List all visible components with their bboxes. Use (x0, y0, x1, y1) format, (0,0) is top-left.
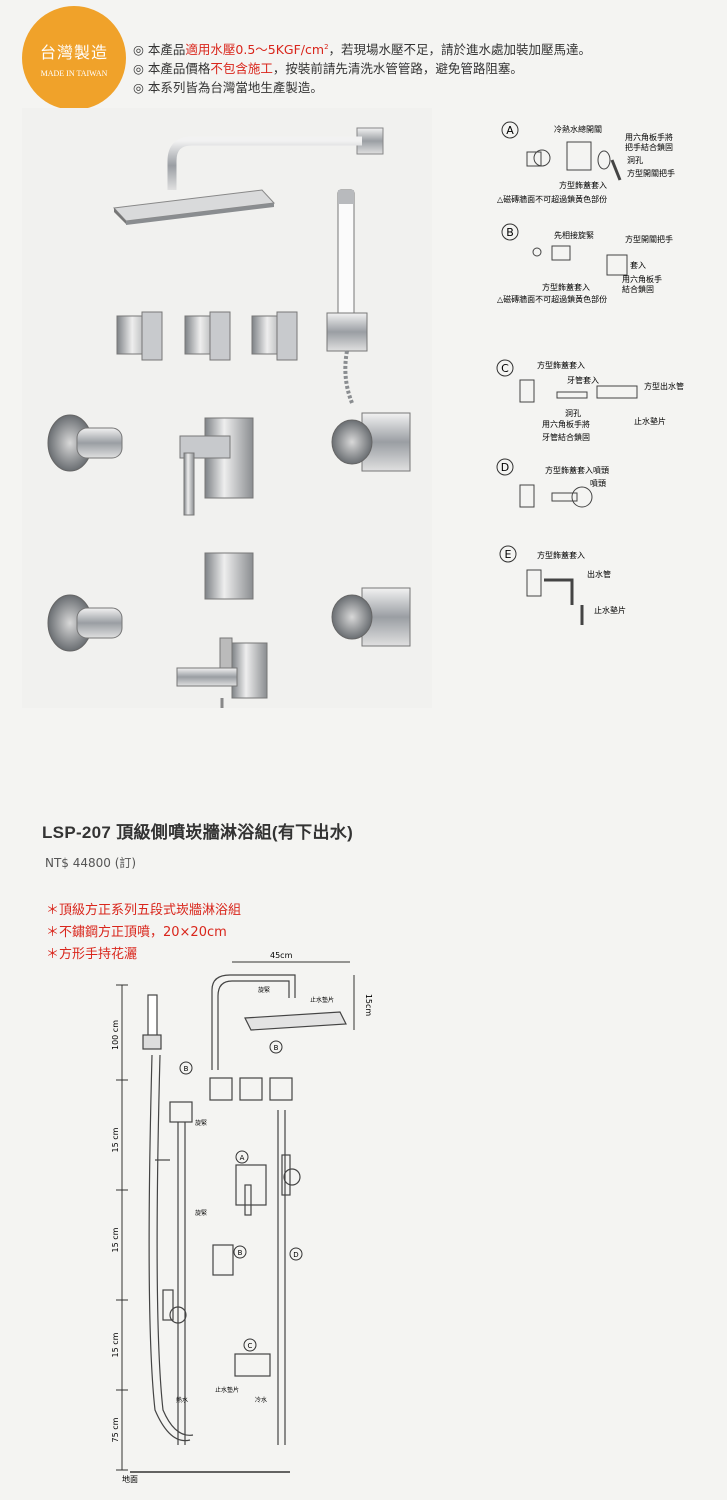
diagram-notes: 旋緊 止水墊片 旋緊 旋緊 止水墊片 熱水 冷水 (176, 986, 334, 1404)
body-jets (47, 412, 411, 652)
svg-text:止水墊片: 止水墊片 (594, 605, 626, 615)
svg-text:止水墊片: 止水墊片 (310, 996, 334, 1004)
diverter-valves (116, 311, 298, 361)
svg-text:B: B (238, 1249, 243, 1257)
svg-text:D: D (293, 1251, 298, 1259)
svg-text:B: B (506, 226, 514, 239)
svg-text:方型飾蓋套入: 方型飾蓋套入 (537, 550, 585, 560)
svg-text:熱水: 熱水 (176, 1396, 188, 1404)
svg-text:旋緊: 旋緊 (195, 1209, 207, 1217)
svg-text:15 cm: 15 cm (111, 1332, 120, 1357)
svg-text:方型飾蓋套入: 方型飾蓋套入 (537, 360, 585, 370)
svg-text:100 cm: 100 cm (111, 1020, 120, 1050)
step-d: D 方型飾蓋套入噴頭 噴頭 (496, 458, 609, 508)
note-3: ◎ 本系列皆為台灣當地生產製造。 (133, 80, 323, 96)
svg-text:方型開關把手: 方型開關把手 (627, 168, 675, 178)
svg-text:用六角板手將: 用六角板手將 (625, 132, 673, 142)
svg-text:75 cm: 75 cm (111, 1417, 120, 1442)
svg-text:△磁磚牆面不可超過鎖黃色部份: △磁磚牆面不可超過鎖黃色部份 (497, 294, 607, 304)
svg-text:地面: 地面 (122, 1474, 138, 1484)
svg-text:用六角板手: 用六角板手 (622, 274, 662, 284)
svg-text:旋緊: 旋緊 (258, 986, 270, 994)
rain-head (112, 127, 384, 225)
tub-spout (176, 637, 268, 708)
note-2: ◎ 本產品價格不包含施工，按裝前請先清洗水管管路，避免管路阻塞。 (133, 61, 523, 77)
step-c: C 方型飾蓋套入 牙管套入 方型出水管 洞孔 止水墊片 用六角板手將 牙管結合鎖… (496, 359, 684, 442)
svg-text:方型飾蓋套入: 方型飾蓋套入 (559, 180, 607, 190)
product-title: LSP-207 頂級側噴崁牆淋浴組(有下出水) (42, 823, 354, 842)
svg-text:方型開關把手: 方型開關把手 (625, 234, 673, 244)
svg-text:牙管套入: 牙管套入 (567, 375, 599, 385)
svg-text:洞孔: 洞孔 (565, 408, 581, 418)
step-e: E 方型飾蓋套入 出水管 止水墊片 (499, 545, 626, 625)
svg-text:洞孔: 洞孔 (627, 155, 643, 165)
svg-text:A: A (240, 1154, 245, 1162)
svg-text:噴頭: 噴頭 (590, 478, 606, 488)
svg-text:45cm: 45cm (270, 951, 293, 960)
feature-item: ＊頂級方正系列五段式崁牆淋浴組 (46, 903, 242, 918)
svg-text:C: C (248, 1342, 253, 1350)
svg-text:B: B (274, 1044, 279, 1052)
hand-shower (326, 189, 368, 404)
svg-text:冷熱水總開關: 冷熱水總開關 (554, 124, 602, 134)
badge-zh: 台灣製造 (39, 42, 108, 62)
badge-en: MADE IN TAIWAN (40, 68, 108, 78)
svg-text:結合鎖固: 結合鎖固 (622, 284, 654, 294)
svg-text:15cm: 15cm (364, 994, 373, 1017)
height-dimensions (116, 984, 128, 1471)
svg-text:先相接旋緊: 先相接旋緊 (554, 230, 594, 240)
notes: ◎ 本產品適用水壓0.5～5KGF/cm2，若現場水壓不足，請於進水處加裝加壓馬… (133, 38, 591, 97)
svg-text:15 cm: 15 cm (111, 1227, 120, 1252)
svg-text:方型飾蓋套入: 方型飾蓋套入 (542, 282, 590, 292)
pipework (142, 974, 347, 1445)
svg-text:B: B (184, 1065, 189, 1073)
svg-text:C: C (501, 362, 509, 375)
part-markers: B B A B D C (179, 1040, 303, 1352)
installation-diagram: 100 cm 15 cm 15 cm 15 cm 75 cm 地面 45cm 1… (60, 940, 430, 1485)
product-price: NT$ 44800 (訂) (45, 856, 137, 870)
svg-text:冷水: 冷水 (255, 1396, 267, 1404)
feature-item: ＊方形手持花灑 (46, 947, 138, 962)
feature-list: ＊頂級方正系列五段式崁牆淋浴組 ＊不鏽鋼方正頂噴，20×20cm ＊方形手持花灑 (46, 900, 241, 966)
svg-text:套入: 套入 (630, 260, 646, 270)
svg-text:△磁磚牆面不可超過鎖黃色部份: △磁磚牆面不可超過鎖黃色部份 (497, 194, 607, 204)
svg-text:15 cm: 15 cm (111, 1127, 120, 1152)
made-in-taiwan-badge: 台灣製造 MADE IN TAIWAN (22, 6, 126, 110)
step-a: A 冷熱水總開關 用六角板手將 把手結合鎖固 洞孔 方型開關把手 方型飾蓋套入 … (497, 121, 675, 204)
svg-text:D: D (501, 461, 509, 474)
svg-text:止水墊片: 止水墊片 (634, 416, 666, 426)
mixer-valve (179, 417, 254, 600)
svg-text:出水管: 出水管 (587, 569, 611, 579)
step-b: B 先相接旋緊 方型開關把手 套入 用六角板手 結合鎖固 方型飾蓋套入 △磁磚牆… (497, 223, 673, 304)
svg-text:旋緊: 旋緊 (195, 1119, 207, 1127)
product-photo (22, 108, 432, 708)
installation-steps: A 冷熱水總開關 用六角板手將 把手結合鎖固 洞孔 方型開關把手 方型飾蓋套入 … (472, 110, 722, 750)
svg-text:牙管結合鎖固: 牙管結合鎖固 (542, 432, 590, 442)
svg-text:用六角板手將: 用六角板手將 (542, 419, 590, 429)
feature-item: ＊不鏽鋼方正頂噴，20×20cm (46, 925, 227, 940)
note-1: ◎ 本產品適用水壓0.5～5KGF/cm2，若現場水壓不足，請於進水處加裝加壓馬… (133, 42, 592, 58)
svg-text:方型飾蓋套入噴頭: 方型飾蓋套入噴頭 (545, 465, 609, 475)
svg-text:E: E (505, 548, 512, 561)
svg-text:止水墊片: 止水墊片 (215, 1386, 239, 1394)
svg-text:把手結合鎖固: 把手結合鎖固 (625, 142, 673, 152)
svg-text:A: A (506, 124, 514, 137)
svg-text:方型出水管: 方型出水管 (644, 381, 684, 391)
